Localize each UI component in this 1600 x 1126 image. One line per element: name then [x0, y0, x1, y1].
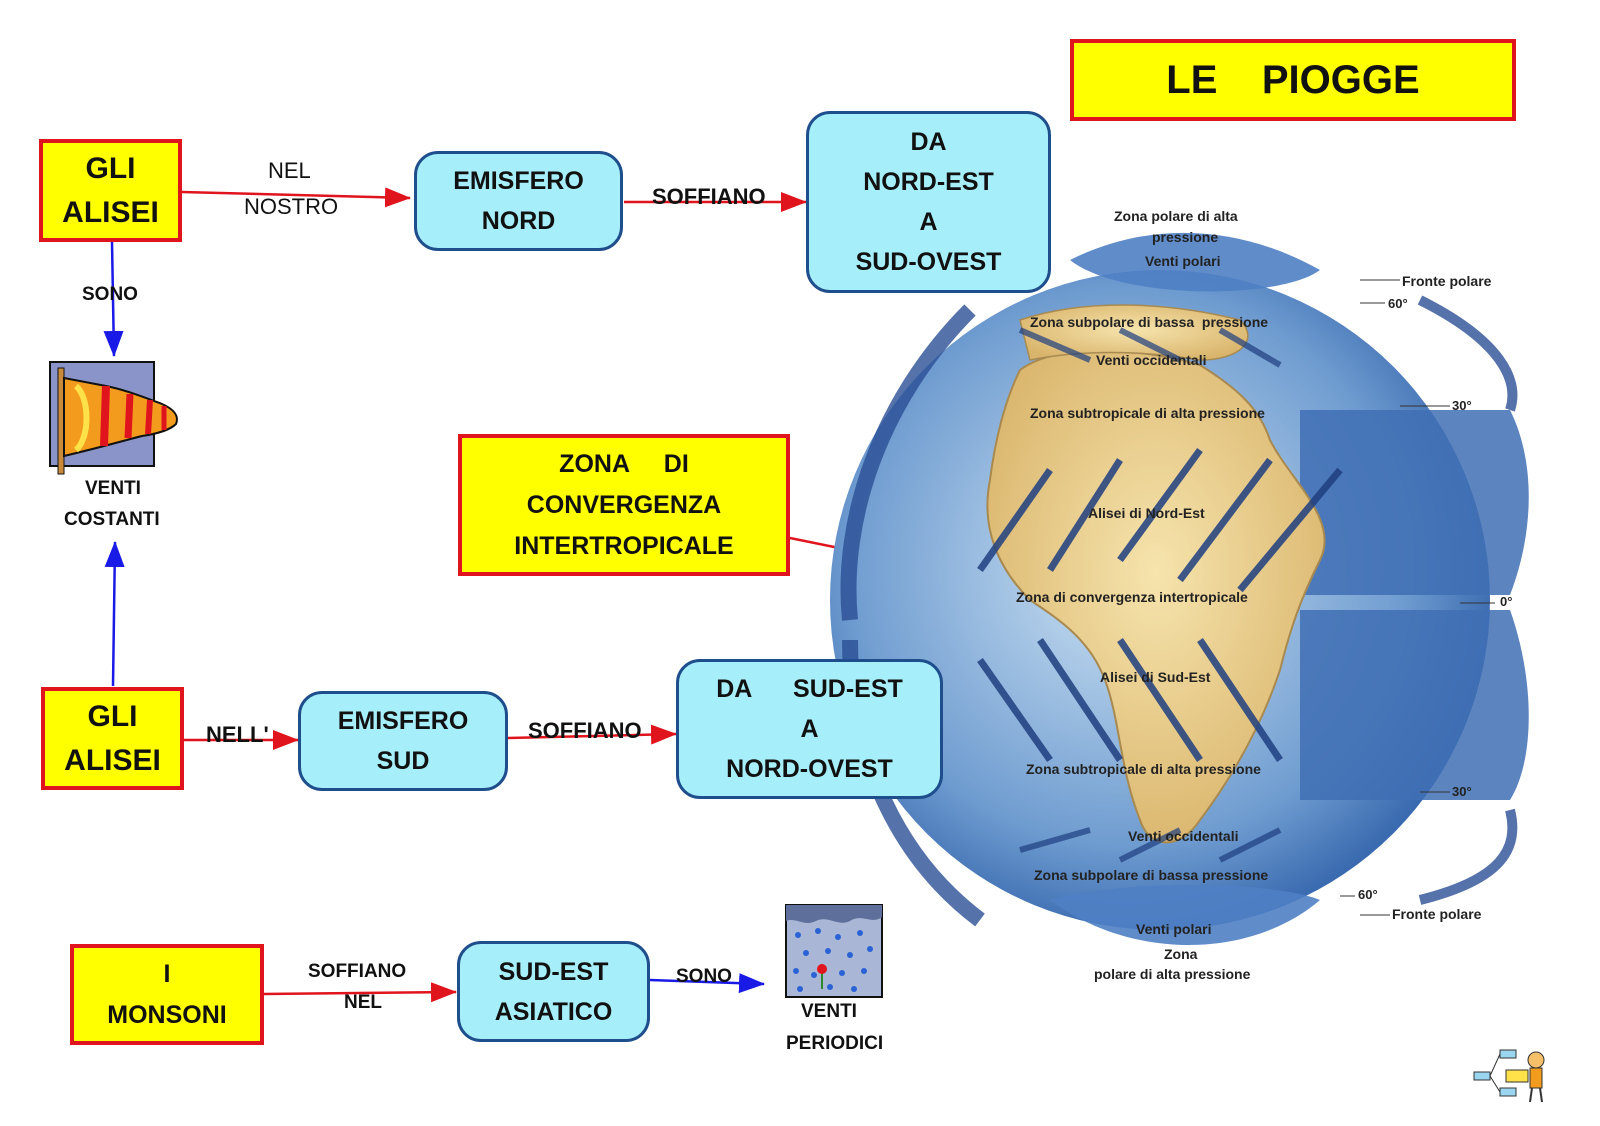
emisfero-sud-box: EMISFERO SUD — [298, 691, 508, 791]
globe-itcz: Zona di convergenza intertropicale — [1016, 589, 1248, 605]
alisei-sud-box: GLI ALISEI — [41, 687, 184, 790]
globe-polar-winds-n: Venti polari — [1145, 253, 1221, 269]
alisei-sud-line1: GLI — [87, 699, 138, 733]
direction-nord-line4: SUD-OVEST — [855, 248, 1002, 276]
globe-polar-high-n-1: Zona polare di alta — [1114, 208, 1238, 224]
globe-polar-front-s: Fronte polare — [1392, 906, 1482, 922]
cell-north-right — [1300, 410, 1529, 595]
globe-subtropical-high-n: Zona subtropicale di alta pressione — [1030, 405, 1265, 421]
globe-polar-high-s-2: polare di alta pressione — [1094, 966, 1251, 982]
alisei-nord-box: GLI ALISEI — [39, 139, 182, 242]
cell-south-right — [1300, 610, 1529, 800]
page-title: LE PIOGGE — [1166, 57, 1420, 102]
sud-est-asiatico-box: SUD-EST ASIATICO — [457, 941, 650, 1042]
globe-lat30-n: 30° — [1452, 398, 1472, 413]
itcz-line2: CONVERGENZA — [526, 490, 722, 519]
emisfero-nord-line1: EMISFERO — [453, 167, 584, 195]
globe-trades-ne: Alisei di Nord-Est — [1088, 505, 1205, 521]
polar-cell-south — [1050, 885, 1320, 945]
arrow-emisfero-sud-to-direction — [507, 724, 677, 745]
globe-polar-winds-s: Venti polari — [1136, 921, 1212, 937]
monsoni-line1: I — [163, 959, 171, 988]
globe-polar-front-n: Fronte polare — [1402, 273, 1492, 289]
itcz-line1: ZONA DI — [559, 449, 689, 478]
emisfero-sud-line2: SUD — [376, 747, 430, 775]
globe-subpolar-low-s: Zona subpolare di bassa pressione — [1034, 867, 1269, 883]
itcz-line3: INTERTROPICALE — [514, 531, 734, 560]
venti-costanti-line1: VENTI — [85, 478, 141, 499]
direction-nord-box: DA NORD-EST A SUD-OVEST — [806, 111, 1051, 293]
arrow-alisei-sud-to-venti-costanti — [104, 541, 125, 687]
direction-sud-line2: A — [800, 715, 819, 743]
mascot-logo-icon — [1473, 1049, 1545, 1103]
direction-sud-box: DA SUD-EST A NORD-OVEST — [676, 659, 943, 799]
arrow-alisei-nord-sono — [103, 241, 124, 357]
direction-sud-line3: NORD-OVEST — [726, 755, 893, 783]
arrow-monsoni-to-region — [263, 982, 457, 1003]
link-nel: NEL — [268, 158, 311, 183]
globe-lat60-n: 60° — [1388, 296, 1408, 311]
sud-est-asiatico-line2: ASIATICO — [494, 997, 613, 1026]
alisei-sud-line2: ALISEI — [64, 743, 161, 777]
emisfero-nord-box: EMISFERO NORD — [414, 151, 623, 251]
globe-subpolar-low-n: Zona subpolare di bassa pressione — [1030, 314, 1269, 330]
arrow-region-to-venti-periodici — [649, 973, 765, 994]
link-nostro: NOSTRO — [244, 194, 339, 219]
venti-costanti-line2: COSTANTI — [64, 509, 160, 530]
globe-westerlies-n: Venti occidentali — [1096, 352, 1207, 368]
globe-lat30-s: 30° — [1452, 784, 1472, 799]
globe-lat0: 0° — [1500, 594, 1513, 609]
globe-westerlies-s: Venti occidentali — [1128, 828, 1239, 844]
link-sono: SONO — [82, 284, 138, 305]
polar-cell-north — [1070, 232, 1320, 292]
direction-sud-line1: DA SUD-EST — [716, 675, 903, 703]
africa-landmass — [986, 349, 1326, 844]
arrow-alisei-nord-to-emisfero — [181, 187, 411, 208]
direction-nord-line1: DA — [910, 128, 947, 156]
emisfero-nord-line2: NORD — [481, 207, 556, 235]
alisei-nord-line1: GLI — [85, 151, 136, 185]
windsock-icon — [49, 361, 178, 475]
monsoni-line2: MONSONI — [107, 1000, 227, 1029]
link-soffiano-monsoni: SOFFIANO — [308, 961, 407, 982]
monsoni-box: I MONSONI — [70, 944, 264, 1045]
globe-subtropical-high-s: Zona subtropicale di alta pressione — [1026, 761, 1261, 777]
venti-periodici-line2: PERIODICI — [786, 1033, 884, 1054]
globe-trades-se: Alisei di Sud-Est — [1100, 669, 1211, 685]
link-soffiano-sud: SOFFIANO — [528, 718, 642, 743]
link-soffiano-nord: SOFFIANO — [652, 184, 766, 209]
direction-nord-line3: A — [919, 208, 938, 236]
sud-est-asiatico-line1: SUD-EST — [498, 957, 609, 986]
rain-icon — [785, 904, 883, 998]
itcz-box: ZONA DI CONVERGENZA INTERTROPICALE — [458, 434, 790, 576]
link-nell: NELL' — [206, 722, 269, 747]
globe-polar-high-s-1: Zona — [1164, 946, 1198, 962]
globe-lat60-s: 60° — [1358, 887, 1378, 902]
direction-nord-line2: NORD-EST — [863, 168, 994, 196]
link-sono-monsoni: SONO — [676, 966, 732, 987]
link-nel-monsoni: NEL — [344, 992, 382, 1013]
title-box: LE PIOGGE — [1070, 39, 1516, 121]
venti-periodici-line1: VENTI — [801, 1001, 857, 1022]
emisfero-sud-line1: EMISFERO — [337, 707, 469, 735]
alisei-nord-line2: ALISEI — [62, 195, 159, 229]
globe-polar-high-n-2: pressione — [1152, 229, 1219, 245]
